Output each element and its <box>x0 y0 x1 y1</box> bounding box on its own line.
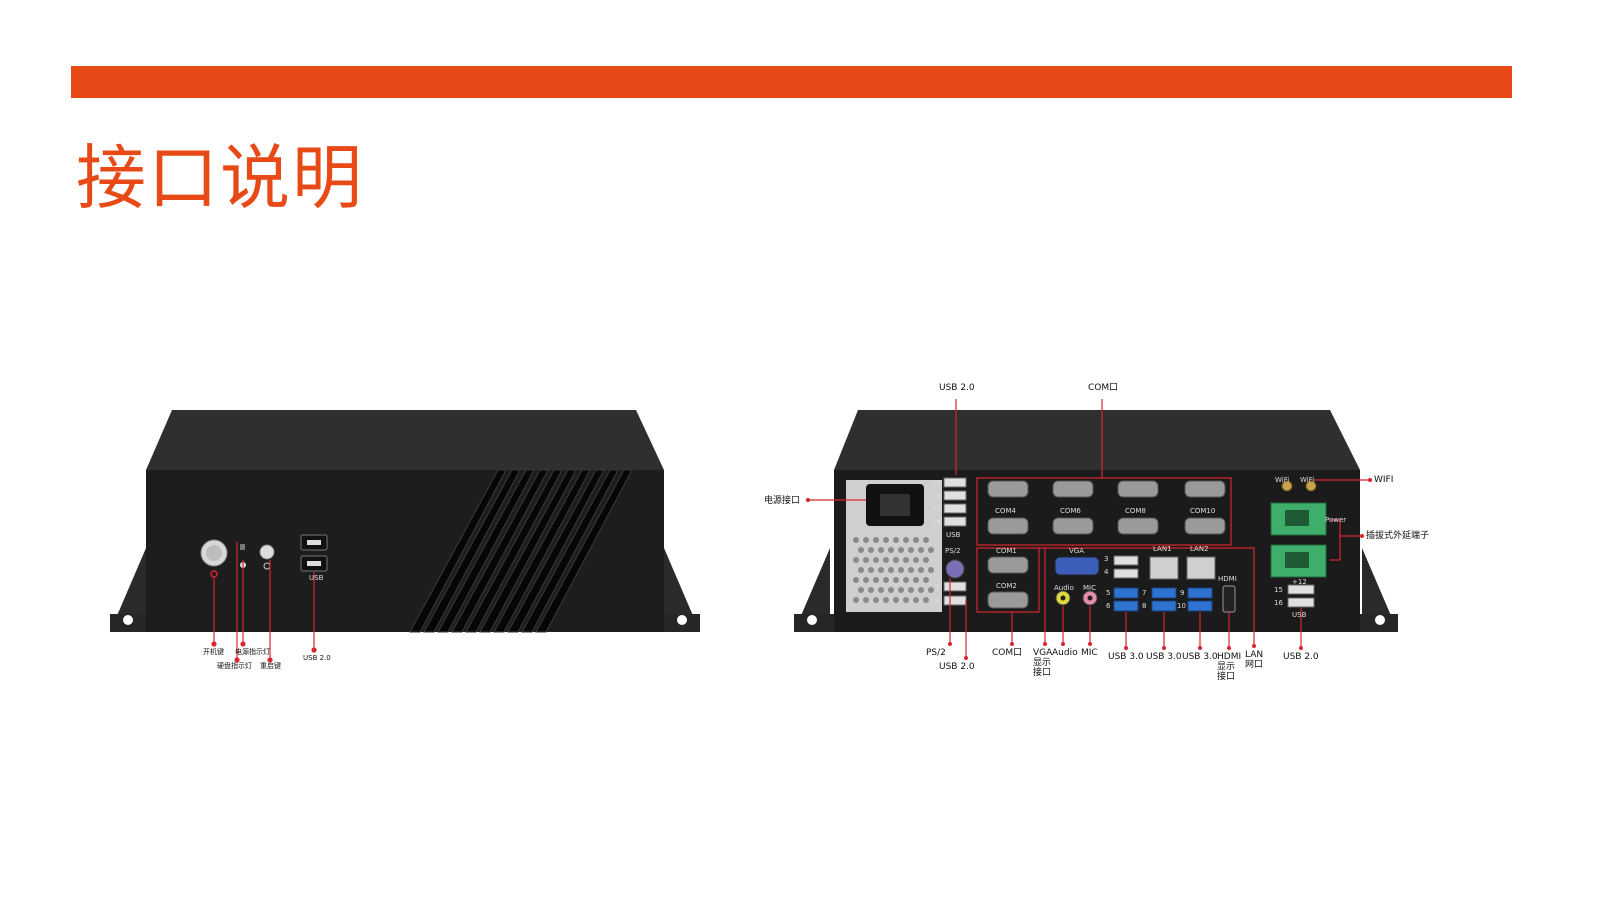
audio-text: Audio <box>1054 584 1074 592</box>
front-usb-panel-text: USB <box>309 574 324 582</box>
num-5: 5 <box>1106 589 1111 597</box>
com6-text: COM6 <box>1060 507 1081 515</box>
rear-hdmi-port <box>1222 585 1236 613</box>
rear-power-supply <box>846 480 942 612</box>
front-power-button <box>200 539 228 578</box>
num-16: 16 <box>1274 599 1283 607</box>
callout-usb30-c: USB 3.0 <box>1182 652 1218 662</box>
num-15: 15 <box>1274 586 1283 594</box>
rear-usb-column <box>943 477 967 606</box>
callout-audio: Audio <box>1052 648 1078 658</box>
callout-reset-button: 重启键 <box>260 662 281 670</box>
com2-text: COM2 <box>996 582 1017 590</box>
num-1: 1 <box>935 583 940 591</box>
lan2-text: LAN2 <box>1190 545 1209 553</box>
callout-wifi: WIFI <box>1374 475 1394 485</box>
num-4: 4 <box>1104 568 1109 576</box>
callout-hdmi: HDMI 显示 接口 <box>1217 652 1242 682</box>
wifi2-text: WiFi <box>1300 476 1315 484</box>
callout-terminal: 插拔式外延端子 <box>1366 531 1430 541</box>
ps2-panel-text: PS/2 <box>945 547 961 555</box>
power-text: Power <box>1325 516 1347 524</box>
vga-text: VGA <box>1069 547 1085 555</box>
callout-usb-bottom-left: USB 2.0 <box>939 662 975 672</box>
callout-usb-top: USB 2.0 <box>939 383 975 393</box>
num-3: 3 <box>1104 555 1109 563</box>
com4-text: COM4 <box>995 507 1016 515</box>
num-13: 13 <box>932 505 941 513</box>
num-14: 14 <box>932 518 941 526</box>
mic-text: MIC <box>1083 584 1096 592</box>
com10-text: COM10 <box>1190 507 1216 515</box>
num-7: 7 <box>1142 589 1147 597</box>
rear-com-ports <box>987 480 1226 609</box>
front-callout-lines <box>211 542 317 663</box>
num-11: 11 <box>932 479 941 487</box>
rear-vga-port <box>1054 556 1100 576</box>
callout-mic: MIC <box>1081 648 1098 658</box>
num-6: 6 <box>1106 602 1111 610</box>
rear-lan-ports <box>1149 556 1216 580</box>
com1-text: COM1 <box>996 547 1017 555</box>
front-usb-ports <box>300 534 328 572</box>
usb-right-text: USB <box>1292 611 1307 619</box>
wifi1-text: WiFi <box>1275 476 1290 484</box>
callout-usb30-b: USB 3.0 <box>1146 652 1182 662</box>
callout-com-top: COM口 <box>1088 383 1119 393</box>
num-9: 9 <box>1180 589 1185 597</box>
rear-terminal-blocks <box>1270 480 1327 578</box>
top-accent-bar <box>71 66 1512 98</box>
callout-ps2: PS/2 <box>926 648 946 658</box>
rear-callout-lines <box>808 399 1370 658</box>
callout-power-led: 电源指示灯 <box>235 648 270 656</box>
front-chassis <box>110 410 700 633</box>
rear-usb-right <box>1287 584 1315 608</box>
num-10: 10 <box>1177 602 1186 610</box>
plus12-text: +12 <box>1292 578 1307 586</box>
com8-text: COM8 <box>1125 507 1146 515</box>
usb-col-text: USB <box>946 531 961 539</box>
hdmi-text: HDMI <box>1218 575 1237 583</box>
rear-ps2-port <box>945 559 965 579</box>
callout-vga: VGA 显示 接口 <box>1033 648 1053 678</box>
callout-power-button: 开机键 <box>203 648 224 656</box>
rear-usb-mid <box>1113 555 1213 612</box>
num-12: 12 <box>932 492 941 500</box>
callout-front-usb: USB 2.0 <box>303 654 331 662</box>
callout-lan: LAN 网口 <box>1245 650 1264 670</box>
callout-usb30-a: USB 3.0 <box>1108 652 1144 662</box>
page-title: 接口说明 <box>76 137 364 219</box>
rear-audio-jacks <box>1055 590 1098 606</box>
callout-com-bottom: COM口 <box>992 648 1023 658</box>
callout-power-jack: 电源接口 <box>764 496 801 506</box>
num-8: 8 <box>1142 602 1147 610</box>
lan1-text: LAN1 <box>1153 545 1172 553</box>
callout-hdd-led: 硬盘指示灯 <box>217 662 252 670</box>
rear-callout-dots <box>806 478 1372 660</box>
callout-usb-right: USB 2.0 <box>1283 652 1319 662</box>
num-2: 2 <box>935 597 940 605</box>
